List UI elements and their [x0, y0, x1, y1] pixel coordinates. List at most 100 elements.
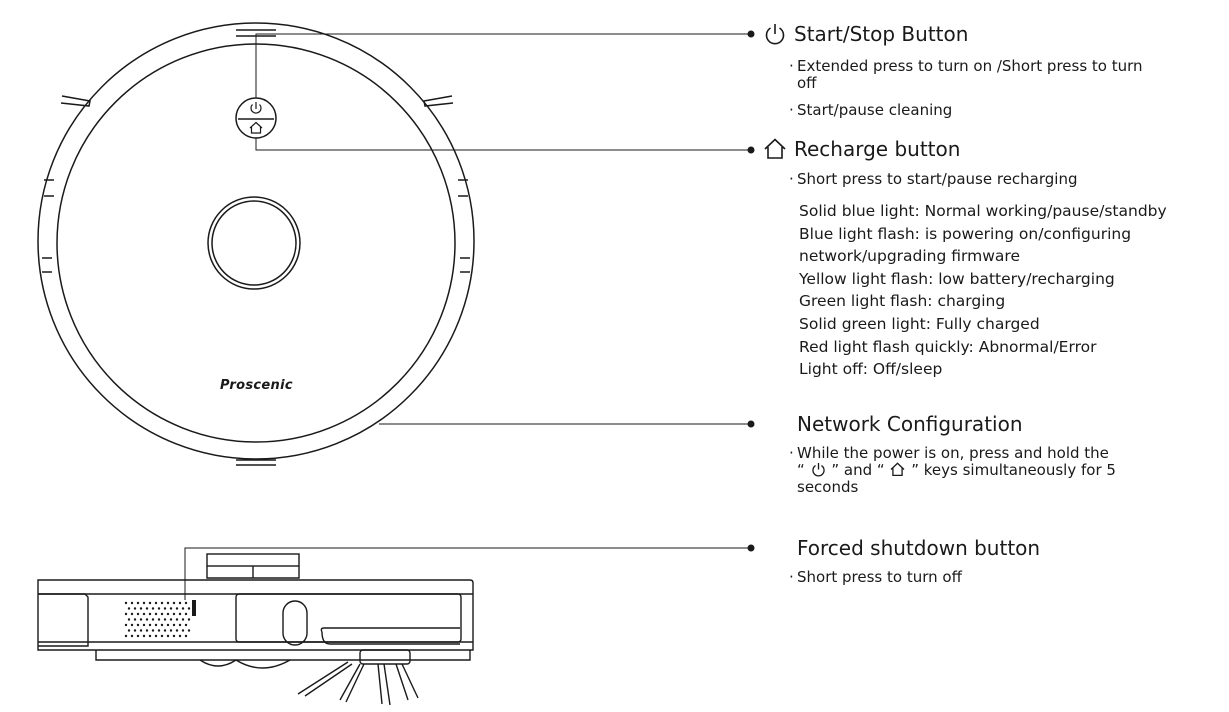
vent-hole — [151, 618, 155, 621]
light-status-line: Green light flash: charging — [799, 292, 1006, 311]
start-stop-note-1: ·Extended press to turn on /Short press … — [789, 57, 1143, 92]
vent-hole — [154, 623, 158, 627]
vent-hole — [187, 618, 191, 621]
vent-hole — [166, 634, 170, 638]
light-status-line: Solid blue light: Normal working/pause/s… — [799, 202, 1167, 220]
vent-hole — [145, 629, 149, 632]
robot-outer-shell — [37, 22, 475, 460]
lidar-cap-outer — [207, 196, 301, 290]
vent-hole — [169, 618, 173, 621]
vent-hole — [151, 607, 155, 610]
vent-hole — [187, 629, 191, 632]
home-icon — [764, 138, 786, 159]
vent-hole — [130, 623, 134, 627]
vent-hole — [181, 607, 185, 610]
vent-hole — [160, 623, 164, 627]
vent-hole — [166, 601, 170, 605]
vent-hole — [163, 629, 167, 632]
forced-shutdown-note-1: ·Short press to turn off — [789, 568, 962, 586]
vent-hole — [166, 612, 170, 616]
vent-hole — [142, 612, 146, 616]
power-icon — [811, 462, 825, 476]
vent-hole — [160, 612, 164, 616]
home-icon — [249, 121, 263, 134]
vent-hole — [133, 629, 137, 632]
forced-shutdown-heading: Forced shutdown button — [797, 536, 1041, 560]
vent-hole — [127, 629, 131, 632]
light-status-line: Light off: Off/sleep — [799, 360, 943, 379]
vent-hole — [157, 618, 161, 621]
vent-hole — [169, 607, 173, 610]
vent-hole — [124, 634, 128, 638]
vent-hole — [157, 629, 161, 632]
vent-hole — [136, 623, 140, 627]
vent-hole — [130, 612, 134, 616]
vent-hole — [178, 601, 182, 605]
network-heading: Network Configuration — [797, 412, 1023, 436]
vent-hole — [172, 612, 176, 616]
vent-hole — [127, 618, 131, 621]
vent-hole — [148, 601, 152, 605]
power-icon — [250, 102, 262, 114]
vent-hole — [163, 618, 167, 621]
vent-hole — [187, 607, 191, 610]
vent-hole — [178, 623, 182, 627]
vent-hole — [148, 623, 152, 627]
vent-hole — [184, 612, 188, 616]
vent-hole — [148, 612, 152, 616]
leader-dots — [747, 30, 755, 552]
vent-hole — [181, 618, 185, 621]
vent-hole — [178, 634, 182, 638]
vent-hole — [130, 634, 134, 638]
vent-hole — [139, 629, 143, 632]
vent-hole — [166, 623, 170, 627]
forced-shutdown-switch — [192, 600, 196, 616]
vent-hole — [130, 601, 134, 605]
brand-logo: Proscenic — [220, 378, 293, 393]
control-button-cluster — [235, 97, 277, 139]
lidar-cap-inner — [211, 200, 297, 286]
leader-lines — [184, 33, 750, 600]
light-status-line: Solid green light: Fully charged — [799, 314, 1040, 333]
recharge-note-1: ·Short press to start/pause recharging — [789, 170, 1078, 188]
vent-hole — [133, 618, 137, 621]
vent-hole — [163, 607, 167, 610]
vent-hole — [145, 607, 149, 610]
vent-hole — [184, 634, 188, 638]
vent-hole — [172, 601, 176, 605]
vent-hole — [184, 601, 188, 605]
vent-hole — [175, 607, 179, 610]
vent-hole — [175, 629, 179, 632]
vent-hole — [136, 612, 140, 616]
vent-hole — [142, 601, 146, 605]
network-note: ·While the power is on, press and hold t… — [789, 444, 1116, 496]
vent-hole — [157, 607, 161, 610]
vent-hole — [133, 607, 137, 610]
home-icon — [890, 461, 905, 476]
vent-hole — [154, 612, 158, 616]
vent-hole — [136, 601, 140, 605]
vent-hole — [139, 607, 143, 610]
light-status-line: Yellow light flash: low battery/rechargi… — [799, 269, 1115, 288]
vent-hole — [160, 634, 164, 638]
vent-hole — [145, 618, 149, 621]
light-status-list: Solid blue light: Normal working/pause/s… — [799, 200, 1167, 381]
vent-hole — [169, 629, 173, 632]
robot-side-view — [37, 553, 474, 706]
light-status-line: Red light flash quickly: Abnormal/Error — [799, 337, 1097, 356]
vent-hole — [124, 612, 128, 616]
side-vent-grille — [124, 601, 191, 638]
vent-hole — [139, 618, 143, 621]
recharge-heading: Recharge button — [762, 137, 960, 162]
start-stop-title: Start/Stop Button — [794, 22, 969, 46]
light-status-line: Blue light flash: is powering on/configu… — [799, 224, 1132, 243]
vent-hole — [127, 607, 131, 610]
start-stop-note-2: ·Start/pause cleaning — [789, 101, 953, 119]
vent-hole — [154, 634, 158, 638]
vent-hole — [154, 601, 158, 605]
vent-hole — [178, 612, 182, 616]
right-bumper-tab — [423, 95, 454, 107]
vent-hole — [172, 634, 176, 638]
vent-hole — [142, 623, 146, 627]
